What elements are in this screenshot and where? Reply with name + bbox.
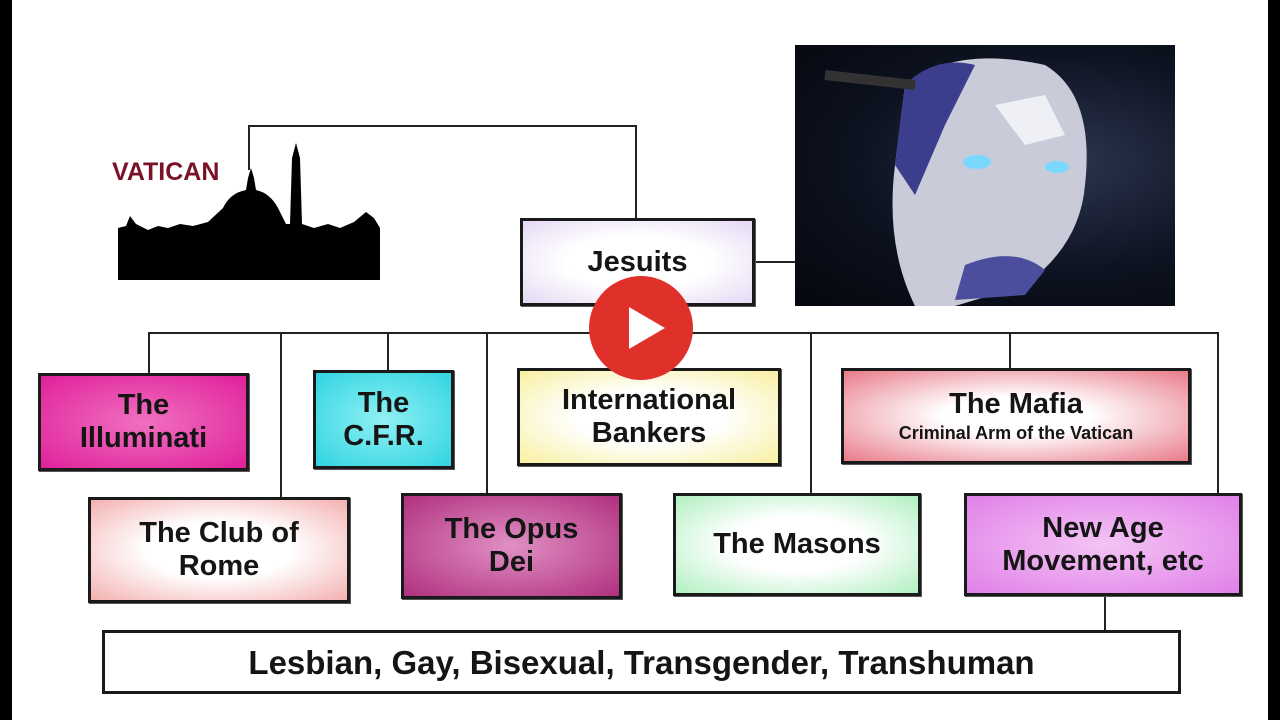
org-sublabel: Criminal Arm of the Vatican xyxy=(898,422,1134,443)
lgbt-box: Lesbian, Gay, Bisexual, Transgender, Tra… xyxy=(102,630,1181,694)
vatican-silhouette-icon xyxy=(118,143,380,280)
org-label: The Illuminati xyxy=(79,389,208,454)
connector xyxy=(635,125,637,218)
connector xyxy=(248,125,637,127)
org-label: International Bankers xyxy=(561,384,736,449)
lgbt-label: Lesbian, Gay, Bisexual, Transgender, Tra… xyxy=(248,643,1035,681)
connector xyxy=(1217,332,1219,494)
connector xyxy=(755,261,795,263)
org-label: The Club of Rome xyxy=(139,517,299,582)
org-box-masons: The Masons xyxy=(673,493,921,596)
jesuits-label: Jesuits xyxy=(587,245,688,278)
connector xyxy=(248,125,250,170)
robot-image xyxy=(795,45,1175,306)
connector xyxy=(148,332,150,374)
org-box-international-bankers: International Bankers xyxy=(517,368,781,466)
org-label: New Age Movement, etc xyxy=(1002,511,1204,577)
vatican-label: VATICAN xyxy=(112,158,220,186)
play-button[interactable] xyxy=(589,276,693,380)
org-label: The Mafia xyxy=(949,387,1083,420)
org-box-cfr: The C.F.R. xyxy=(313,370,454,469)
connector xyxy=(810,332,812,494)
connector xyxy=(1104,595,1106,631)
connector xyxy=(1009,332,1011,370)
org-box-illuminati: The Illuminati xyxy=(38,373,249,471)
connector xyxy=(387,332,389,372)
org-box-club-of-rome: The Club of Rome xyxy=(88,497,350,603)
org-label: The Masons xyxy=(713,528,881,560)
org-box-new-age: New Age Movement, etc xyxy=(964,493,1242,596)
connector xyxy=(280,332,282,498)
org-label: The C.F.R. xyxy=(343,386,424,452)
org-label: The Opus Dei xyxy=(444,513,579,578)
robot-face-icon xyxy=(824,58,1087,306)
org-box-opus-dei: The Opus Dei xyxy=(401,493,622,599)
connector xyxy=(486,332,488,494)
